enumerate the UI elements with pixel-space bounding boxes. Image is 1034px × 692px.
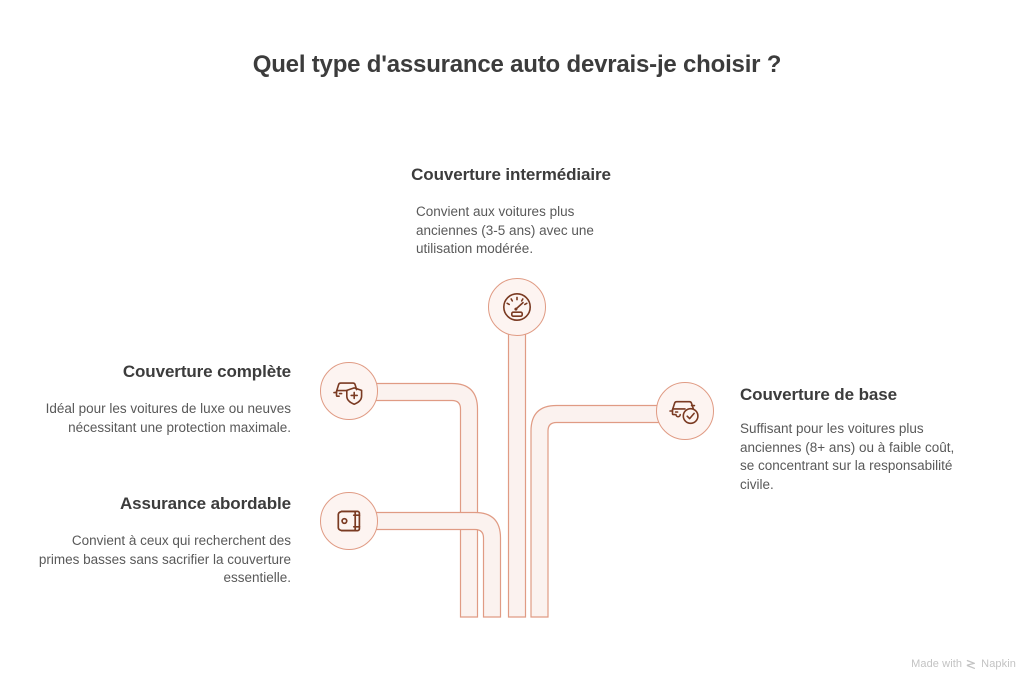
speedometer-icon <box>500 290 534 324</box>
pipe-intermediate <box>507 329 527 618</box>
watermark-prefix: Made with <box>911 658 963 670</box>
pipe-full <box>348 382 479 618</box>
car-shield-plus-icon-badge[interactable] <box>320 362 378 420</box>
node-description-full: Idéal pour les voitures de luxe ou neuve… <box>45 401 291 435</box>
napkin-logo-icon <box>966 659 977 670</box>
node-title-intermediate: Couverture intermédiaire <box>411 165 611 184</box>
node-description-basic: Suffisant pour les voitures plus ancienn… <box>740 421 955 492</box>
node-title-affordable: Assurance abordable <box>120 494 291 513</box>
pipe-basic <box>530 404 687 618</box>
watermark-brand: Napkin <box>981 658 1016 670</box>
car-check-icon-badge[interactable] <box>656 382 714 440</box>
wallet-icon <box>333 506 365 536</box>
page-title: Quel type d'assurance auto devrais-je ch… <box>252 51 782 78</box>
speedometer-icon-badge[interactable] <box>488 278 546 336</box>
node-description-affordable: Convient à ceux qui recherchent des prim… <box>38 533 291 585</box>
node-description-intermediate: Convient aux voitures plus anciennes (3-… <box>416 204 594 256</box>
car-check-icon <box>667 395 703 427</box>
node-title-basic: Couverture de base <box>740 385 897 404</box>
car-shield-plus-icon <box>331 375 367 407</box>
node-title-full: Couverture complète <box>122 362 291 381</box>
wallet-icon-badge[interactable] <box>320 492 378 550</box>
napkin-watermark: Made with Napkin <box>911 658 1016 670</box>
